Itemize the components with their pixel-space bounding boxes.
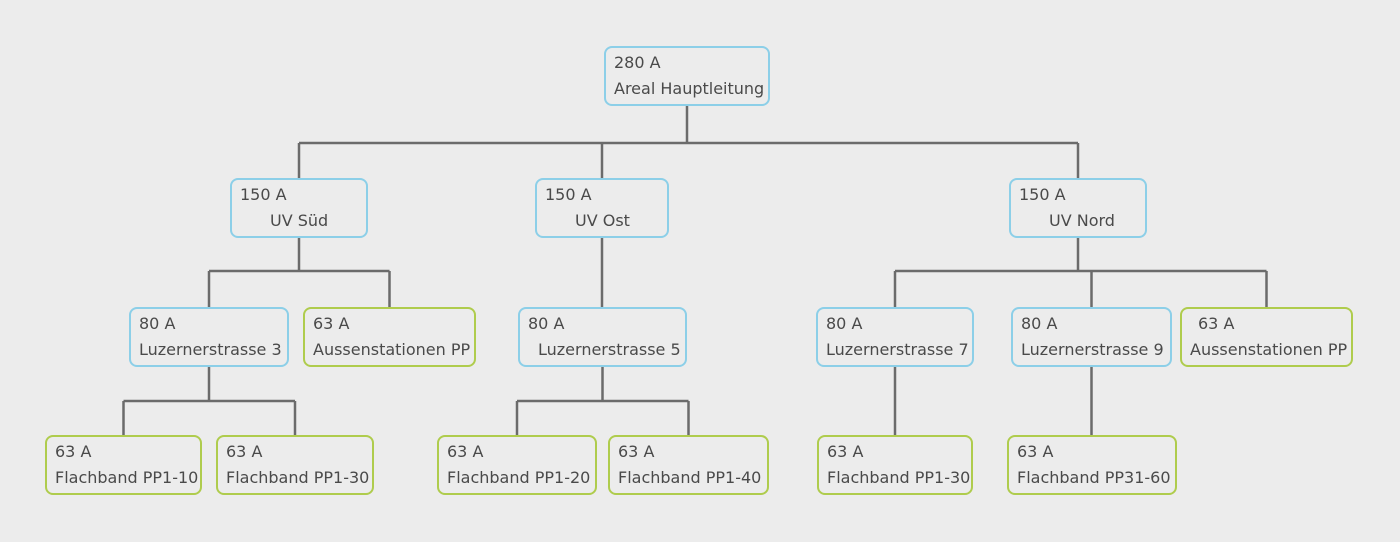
node-out-nord: 63 A Aussenstationen PP	[1180, 307, 1353, 367]
node-name-label: Luzernerstrasse 3	[139, 340, 282, 359]
node-name-label: Luzernerstrasse 5	[538, 340, 681, 359]
node-name-label: Flachband PP1-30	[226, 468, 370, 487]
node-uv-nord: 150 A UV Nord	[1009, 178, 1147, 238]
node-fb-10: 63 A Flachband PP1-10	[45, 435, 202, 495]
node-lz9: 80 A Luzernerstrasse 9	[1011, 307, 1172, 367]
node-name-label: UV Süd	[270, 211, 329, 230]
node-current-label: 80 A	[826, 314, 863, 333]
node-current-label: 63 A	[827, 442, 864, 461]
node-current-label: 80 A	[1021, 314, 1058, 333]
node-lz7: 80 A Luzernerstrasse 7	[816, 307, 974, 367]
node-name-label: UV Ost	[575, 211, 630, 230]
node-current-label: 63 A	[226, 442, 263, 461]
node-current-label: 63 A	[447, 442, 484, 461]
node-fb-30b: 63 A Flachband PP1-30	[817, 435, 973, 495]
node-current-label: 80 A	[139, 314, 176, 333]
node-fb-3160: 63 A Flachband PP31-60	[1007, 435, 1177, 495]
node-current-label: 63 A	[313, 314, 350, 333]
node-current-label: 63 A	[1017, 442, 1054, 461]
node-current-label: 63 A	[618, 442, 655, 461]
node-lz3: 80 A Luzernerstrasse 3	[129, 307, 289, 367]
node-name-label: Flachband PP1-30	[827, 468, 971, 487]
node-uv-ost: 150 A UV Ost	[535, 178, 669, 238]
node-name-label: Aussenstationen PP	[1190, 340, 1348, 359]
node-name-label: Luzernerstrasse 9	[1021, 340, 1164, 359]
node-name-label: Flachband PP1-20	[447, 468, 591, 487]
node-out-sued: 63 A Aussenstationen PP	[303, 307, 476, 367]
node-name-label: Flachband PP31-60	[1017, 468, 1171, 487]
node-name-label: Luzernerstrasse 7	[826, 340, 969, 359]
node-fb-30a: 63 A Flachband PP1-30	[216, 435, 374, 495]
node-root: 280 A Areal Hauptleitung	[604, 46, 770, 106]
node-current-label: 150 A	[1019, 185, 1066, 204]
node-name-label: Flachband PP1-10	[55, 468, 199, 487]
node-current-label: 150 A	[545, 185, 592, 204]
node-current-label: 80 A	[528, 314, 565, 333]
node-current-label: 63 A	[1198, 314, 1235, 333]
node-name-label: Areal Hauptleitung	[614, 79, 765, 98]
node-name-label: Aussenstationen PP	[313, 340, 471, 359]
node-lz5: 80 A Luzernerstrasse 5	[518, 307, 687, 367]
node-fb-20: 63 A Flachband PP1-20	[437, 435, 597, 495]
node-current-label: 63 A	[55, 442, 92, 461]
node-current-label: 150 A	[240, 185, 287, 204]
node-name-label: Flachband PP1-40	[618, 468, 762, 487]
node-fb-40: 63 A Flachband PP1-40	[608, 435, 769, 495]
node-uv-sued: 150 A UV Süd	[230, 178, 368, 238]
node-name-label: UV Nord	[1049, 211, 1115, 230]
node-current-label: 280 A	[614, 53, 661, 72]
